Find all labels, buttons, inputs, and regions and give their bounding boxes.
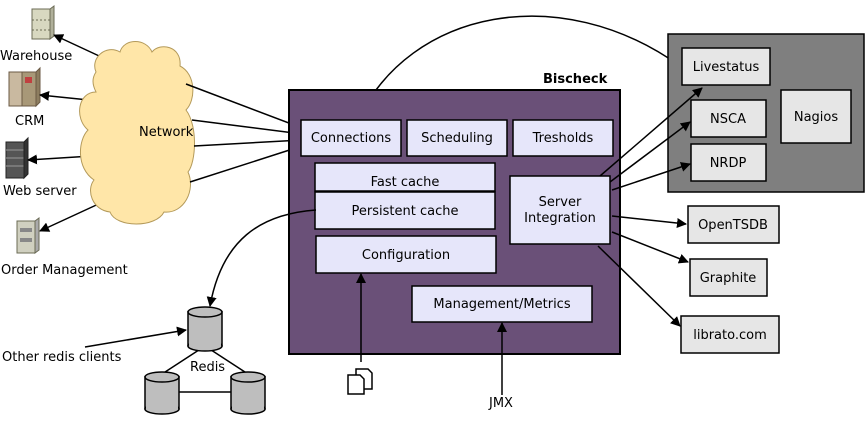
nsca-label: NSCA: [710, 112, 746, 127]
network-label: Network: [139, 125, 194, 140]
web-server-icon: [5, 136, 29, 180]
management-metrics-label: Management/Metrics: [433, 297, 570, 312]
scheduling-box: Scheduling: [406, 119, 508, 157]
redis-node-left-icon: [144, 371, 180, 415]
other-redis-clients-label: Other redis clients: [2, 350, 122, 365]
nagios-box: Nagios: [780, 89, 852, 144]
cache-to-redis-arrow: [206, 209, 317, 307]
crm-label: CRM: [15, 114, 44, 129]
redis-cluster: [144, 306, 266, 415]
configuration-box: Configuration: [315, 235, 497, 274]
config-files-icon: [347, 368, 373, 395]
redis-node-right-icon: [230, 371, 266, 415]
nrdp-label: NRDP: [710, 156, 747, 171]
integration-arrows: [597, 87, 703, 327]
network-cloud: [79, 41, 195, 225]
connections-box: Connections: [300, 119, 402, 157]
crm-icon: [8, 66, 41, 108]
scheduling-label: Scheduling: [421, 131, 493, 146]
bischeck-title: Bischeck: [543, 72, 608, 87]
network-lines: [185, 83, 303, 183]
warehouse-label: Warehouse: [0, 49, 72, 64]
management-metrics-box: Management/Metrics: [411, 285, 593, 323]
opentsdb-label: OpenTSDB: [698, 218, 768, 233]
redis-label: Redis: [190, 360, 225, 375]
order-management-icon: [16, 217, 40, 254]
server-integration-label-1: Server: [539, 195, 582, 210]
graphite-label: Graphite: [700, 271, 757, 286]
nrdp-box: NRDP: [690, 143, 767, 182]
warehouse-icon: [31, 5, 55, 40]
librato-label: librato.com: [693, 328, 767, 343]
fast-cache-box: Fast cache: [314, 162, 496, 192]
jmx-label: JMX: [488, 396, 513, 411]
nsca-box: NSCA: [690, 99, 767, 138]
livestatus-box: Livestatus: [681, 47, 771, 86]
librato-box: librato.com: [680, 315, 780, 354]
fast-cache-label: Fast cache: [371, 175, 440, 190]
graphite-box: Graphite: [689, 258, 768, 297]
opentsdb-box: OpenTSDB: [687, 205, 780, 244]
server-integration-box: Server Integration: [509, 175, 611, 245]
tresholds-box: Tresholds: [512, 119, 614, 157]
persistent-cache-box: Persistent cache: [314, 191, 496, 230]
order-management-label: Order Management: [1, 263, 128, 278]
connections-label: Connections: [311, 131, 392, 146]
configuration-label: Configuration: [362, 248, 450, 263]
nagios-label: Nagios: [794, 110, 839, 125]
redis-node-top-icon: [187, 306, 223, 352]
tresholds-label: Tresholds: [532, 131, 594, 146]
other-clients-arrow: [84, 326, 187, 348]
server-integration-label-2: Integration: [524, 211, 596, 226]
web-server-label: Web server: [3, 184, 77, 199]
persistent-cache-label: Persistent cache: [352, 204, 459, 219]
livestatus-label: Livestatus: [693, 60, 760, 75]
connections-to-livestatus-arrow: [357, 15, 681, 121]
